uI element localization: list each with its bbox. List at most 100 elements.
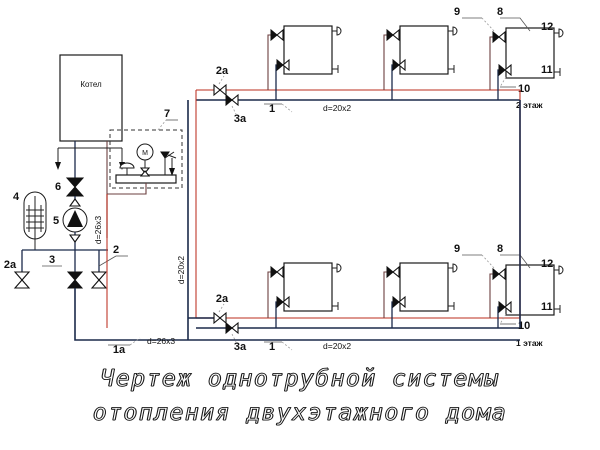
callout-label-air-vent: 12 xyxy=(541,258,553,270)
lower-manifold-group: 2a 3 2 d=26x3 xyxy=(4,216,128,289)
callout-label-radiator: 8 xyxy=(497,6,503,18)
radiator-return-valve xyxy=(392,58,406,72)
leader-3a-floor2 xyxy=(231,105,237,115)
radiator-floor2-2 xyxy=(383,25,458,100)
floor-label-2: 2 этаж xyxy=(516,100,544,110)
radiator-air-vent xyxy=(448,263,458,273)
main-return-line xyxy=(74,288,520,341)
flow-bracket xyxy=(57,147,123,162)
branch-label-floor1: 1 xyxy=(269,341,275,353)
riser-dim-label: d=20x2 xyxy=(176,256,186,284)
riser-valve-2a-floor2 xyxy=(213,83,227,97)
label-safety-group: 7 xyxy=(164,108,170,120)
valve-3-body xyxy=(66,271,84,289)
callout-leader-8 xyxy=(500,17,531,32)
callout-label-radiator: 8 xyxy=(497,243,503,255)
main-risers-group: d=20x2 xyxy=(176,90,521,340)
radiator-bottom-plug xyxy=(554,68,561,76)
label-balance-valve-3a-floor1: 3a xyxy=(234,341,247,353)
valve-2a-body xyxy=(13,271,31,289)
radiator-return-valve xyxy=(392,295,406,309)
label-balance-valve-3a-floor2: 3a xyxy=(234,113,247,125)
callout-label-return-valve: 10 xyxy=(518,320,530,332)
label-valve-3: 3 xyxy=(49,254,55,266)
radiator-supply-valve xyxy=(492,30,506,44)
radiator-bottom-plug xyxy=(332,302,339,310)
leader-2a-floor2 xyxy=(218,75,225,85)
radiator-floor1-3: 9 8 12 11 10 xyxy=(454,243,564,332)
boiler-label: Котел xyxy=(80,80,102,89)
radiator-air-vent xyxy=(554,265,564,275)
expansion-tank-mesh xyxy=(26,204,44,233)
radiator-floor2-3: 9 8 12 11 10 xyxy=(454,6,564,100)
branch-leader-dash-floor1 xyxy=(281,341,293,351)
label-valve-2a: 2a xyxy=(4,259,17,271)
expansion-tank-4-group: 4 xyxy=(13,191,47,250)
radiator-return-valve xyxy=(498,63,512,77)
leader-1a-dash xyxy=(129,337,141,346)
branch-label-floor2: 1 xyxy=(269,103,275,115)
label-main-line-1a: 1a xyxy=(113,344,126,356)
pump-arrow-top xyxy=(68,198,82,207)
riser-valves-floor2: 2a 3a xyxy=(213,65,247,125)
valve-6-body xyxy=(65,177,85,197)
gauge-valve-bottom xyxy=(139,170,151,177)
radiator-body xyxy=(399,25,449,75)
balance-valve-3a-floor2 xyxy=(225,93,239,107)
callout-label-return-valve: 10 xyxy=(518,83,530,95)
valve-6-group: 6 xyxy=(55,177,85,197)
branch-dim-floor2: d=20x2 xyxy=(323,103,351,113)
radiator-return-valve xyxy=(498,300,512,314)
radiator-air-vent xyxy=(332,26,342,36)
radiator-supply-valve xyxy=(270,265,284,279)
air-vent-cap xyxy=(119,162,135,169)
valve-2-body xyxy=(90,271,108,289)
callout-leader-10 xyxy=(499,313,507,325)
radiator-return-valve xyxy=(276,58,290,72)
callout-label-bottom-plug: 11 xyxy=(541,64,553,76)
callout-leader-9 xyxy=(481,254,495,269)
radiator-return-valve xyxy=(276,295,290,309)
radiator-body xyxy=(283,262,333,312)
label-riser-valve-2a-floor2: 2a xyxy=(216,65,229,77)
balance-valve-3a-floor1 xyxy=(225,321,239,335)
radiator-bottom-plug xyxy=(448,65,455,73)
radiator-air-vent xyxy=(448,26,458,36)
floor-1-group: 9 8 12 11 10 1 d=20x2 1 этаж xyxy=(196,243,564,353)
callout-label-supply-valve: 9 xyxy=(454,6,460,18)
branch-leader-dash-floor2 xyxy=(281,103,293,113)
main-line-dim: d=26x3 xyxy=(147,336,175,346)
pump-impeller xyxy=(67,210,83,227)
radiator-supply-valve xyxy=(386,28,400,42)
label-riser-valve-2a-floor1: 2a xyxy=(216,293,229,305)
radiator-air-vent xyxy=(332,263,342,273)
label-valve-2: 2 xyxy=(113,244,119,256)
floor-2-group: 9 8 12 11 10 1 d=20x2 2 этаж xyxy=(196,6,564,115)
callout-leader-10 xyxy=(499,76,507,88)
flow-arrow-left xyxy=(55,162,61,170)
callout-label-supply-valve: 9 xyxy=(454,243,460,255)
riser-valve-2a-floor1 xyxy=(213,311,227,325)
boiler-group: Котел xyxy=(55,54,125,238)
label-valve-6: 6 xyxy=(55,181,61,193)
leader-3a-floor1 xyxy=(231,333,237,343)
radiator-supply-valve xyxy=(492,267,506,281)
relief-valve-head xyxy=(160,151,170,159)
leader-7 xyxy=(157,119,167,131)
pump-5-group: 5 xyxy=(53,196,88,250)
label-expansion-tank-4: 4 xyxy=(13,191,20,203)
radiator-supply-valve xyxy=(270,28,284,42)
relief-outlet-arrow xyxy=(169,168,175,176)
safety-group-box xyxy=(109,129,183,189)
boiler-riser-dim: d=26x3 xyxy=(93,216,103,244)
radiator-floor1-2 xyxy=(383,262,458,328)
branch-dim-floor1: d=20x2 xyxy=(323,341,351,351)
radiator-bottom-plug xyxy=(332,65,339,73)
pump-arrow-bottom xyxy=(68,234,82,243)
radiator-body xyxy=(505,27,555,79)
radiator-supply-valve xyxy=(386,265,400,279)
radiator-bottom-plug xyxy=(448,302,455,310)
radiator-floor1-1 xyxy=(267,262,342,328)
bottom-main-line-group: 1a d=26x3 xyxy=(74,194,520,356)
